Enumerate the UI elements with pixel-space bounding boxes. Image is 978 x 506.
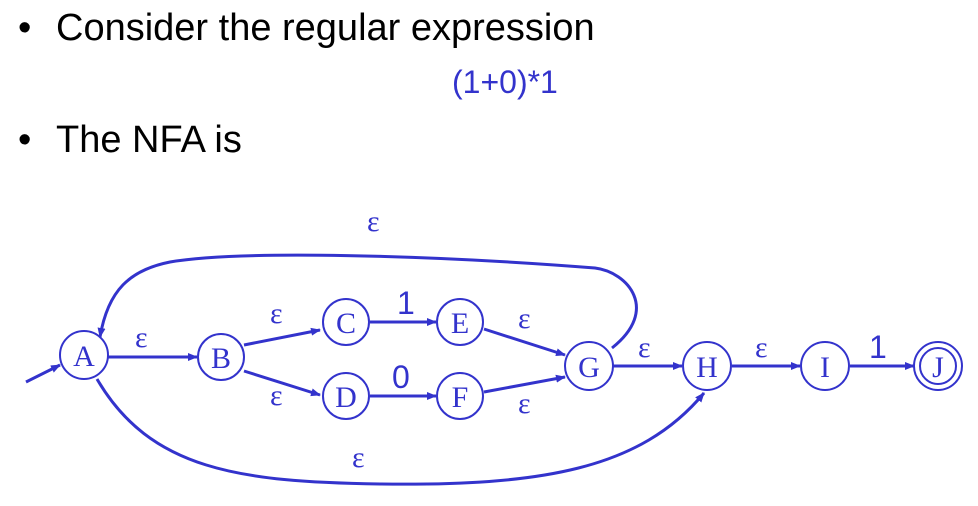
- state-label-c: C: [336, 307, 356, 340]
- edge-g-a: [97, 253, 638, 350]
- bullet-nfa: • The NFA is: [18, 118, 242, 162]
- edge-label-c-e: 1: [397, 285, 415, 321]
- bullet-text: Consider the regular expression: [56, 7, 595, 49]
- state-a: A: [59, 330, 109, 380]
- edge-label-b-c: ε: [270, 297, 283, 330]
- bullet-marker: •: [18, 119, 32, 161]
- start-arrow: [25, 363, 61, 384]
- edge-label-g-a: ε: [367, 205, 380, 238]
- edge-e-g: [483, 327, 566, 357]
- state-f: F: [436, 372, 484, 420]
- state-i: I: [800, 341, 850, 391]
- edge-b-c: [243, 327, 321, 347]
- bullet-marker: •: [18, 7, 32, 49]
- edge-label-f-g: ε: [518, 387, 531, 420]
- state-label-j: J: [932, 351, 944, 384]
- state-d: D: [322, 372, 370, 420]
- state-label-e: E: [451, 307, 469, 340]
- state-label-d: D: [335, 381, 357, 414]
- edge-label-a-h: ε: [352, 441, 365, 474]
- edge-a-h: [95, 378, 706, 486]
- state-label-a: A: [73, 340, 95, 373]
- edge-label-i-j: 1: [869, 329, 887, 365]
- state-label-f: F: [452, 381, 469, 414]
- bullet-consider: • Consider the regular expression: [18, 6, 595, 50]
- state-label-i: I: [820, 351, 830, 384]
- edge-label-e-g: ε: [518, 302, 531, 335]
- state-h: H: [682, 341, 732, 391]
- state-label-b: B: [211, 342, 231, 375]
- state-j: J: [913, 341, 963, 391]
- state-label-g: G: [578, 351, 600, 384]
- state-e: E: [436, 298, 484, 346]
- accepting-ring: [919, 347, 957, 385]
- regex-expression: (1+0)*1: [452, 64, 558, 100]
- edge-b-d: [243, 369, 321, 397]
- state-c: C: [322, 298, 370, 346]
- bullet-text: The NFA is: [56, 119, 242, 161]
- state-b: B: [197, 333, 245, 381]
- edge-label-d-f: 0: [392, 359, 410, 395]
- edge-label-b-d: ε: [270, 379, 283, 412]
- edge-label-g-h: ε: [638, 331, 651, 364]
- state-g: G: [564, 341, 614, 391]
- state-label-h: H: [696, 351, 718, 384]
- edge-f-g: [483, 374, 566, 394]
- edge-label-h-i: ε: [755, 331, 768, 364]
- edge-label-a-b: ε: [135, 321, 148, 354]
